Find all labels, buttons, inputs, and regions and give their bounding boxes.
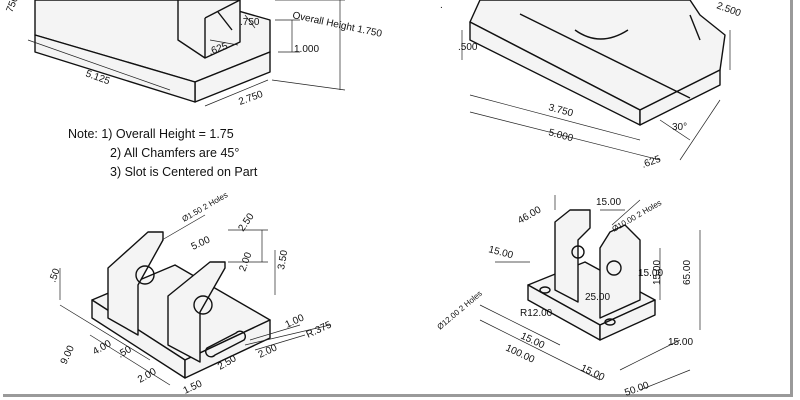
dim-400: 4.00 <box>91 338 114 357</box>
top-right-chamfer <box>689 14 701 41</box>
dim-6500: 65.00 <box>682 260 693 285</box>
dim-tr-top: . <box>440 0 443 11</box>
dim-200-right: 2.00 <box>257 342 280 360</box>
dim-3750: 3.750 <box>547 102 574 119</box>
dim-50-mid: .50 <box>116 344 134 361</box>
dim-2750: 2.750 <box>237 89 265 108</box>
dim-750b: .750 <box>240 17 260 28</box>
dim-625-tr: .625 <box>640 154 662 171</box>
dim-1500-b: 15.00 <box>487 244 514 261</box>
dim-1500-g: 15.00 <box>668 337 693 348</box>
dim-150: 1.50 <box>182 378 205 396</box>
dim-2500: 2.500 <box>715 0 743 19</box>
top-right-part: . .500 2.500 3.750 5.000 30° .625 <box>440 0 743 171</box>
dim-750a: 750 <box>5 0 22 14</box>
dim-2500-br: 25.00 <box>585 292 610 303</box>
dim-500-bl: 5.00 <box>190 234 213 252</box>
dim-1500-a: 15.00 <box>596 197 621 208</box>
bl-hole-left <box>135 265 155 285</box>
dim-30deg: 30° <box>672 122 687 133</box>
top-right-side-face <box>639 69 721 126</box>
dim-overall-height: Overall Height 1.750 <box>291 10 383 40</box>
bottom-right-part: 46.00 15.00 Ø10.00 2 Holes 15.00 15.00 6… <box>436 195 701 399</box>
br-base-hole-2 <box>604 318 616 326</box>
notes-block: Note: 1) Overall Height = 1.75 2) All Ch… <box>68 127 258 179</box>
br-hole-left <box>571 245 585 259</box>
dim-4600: 46.00 <box>516 204 544 226</box>
bottom-left-part: Ø1.50 2 Holes 2.50 5.00 2.00 3.50 .50 1.… <box>47 190 333 396</box>
dim-200-bot: 2.00 <box>136 366 159 385</box>
dim-1500-f: 15.00 <box>579 363 607 384</box>
dim-1500-c: 15.00 <box>638 268 663 279</box>
dim-r1200: R12.00 <box>520 308 553 319</box>
dim-holes12: Ø12.00 2 Holes <box>436 289 484 332</box>
dim-5000: 5.000 <box>547 127 574 144</box>
dim-350: 3.50 <box>276 249 290 271</box>
dim-100: 1.00 <box>284 312 307 330</box>
br-upright-left <box>554 209 591 303</box>
top-right-slot <box>574 29 629 40</box>
bl-hole-right <box>193 295 213 315</box>
dim-900: 9.00 <box>59 344 77 367</box>
top-left-chamfer-edge <box>217 11 233 31</box>
note-line-2: 2) All Chamfers are 45° <box>110 146 239 160</box>
top-left-rib <box>177 0 241 59</box>
note-line-1: Note: 1) Overall Height = 1.75 <box>68 127 234 141</box>
dim-1500-d: 15.00 <box>652 260 663 285</box>
top-left-base-front <box>34 34 196 103</box>
dim-50-left: .50 <box>47 267 62 284</box>
dim-1000: 1.000 <box>294 44 319 55</box>
top-right-slot-edge <box>519 13 691 99</box>
bl-upright-left <box>107 231 164 336</box>
top-left-rib-edge2 <box>204 0 241 19</box>
dim-500: .500 <box>458 42 478 53</box>
top-left-part: 750 .750 .625 1.000 Overall Height 1.750… <box>5 0 383 108</box>
bl-slot <box>204 330 247 358</box>
br-base-hole-1 <box>539 286 551 294</box>
dim-r375: R.375 <box>305 319 334 340</box>
dim-1500-e: 15.00 <box>519 331 547 352</box>
dim-holes-bl: Ø1.50 2 Holes <box>181 190 230 223</box>
br-hole-right <box>606 260 622 276</box>
br-base-side <box>599 299 656 341</box>
note-line-3: 3) Slot is Centered on Part <box>110 165 258 179</box>
dim-5000-br: 50.00 <box>623 380 651 399</box>
page-frame <box>3 0 793 397</box>
